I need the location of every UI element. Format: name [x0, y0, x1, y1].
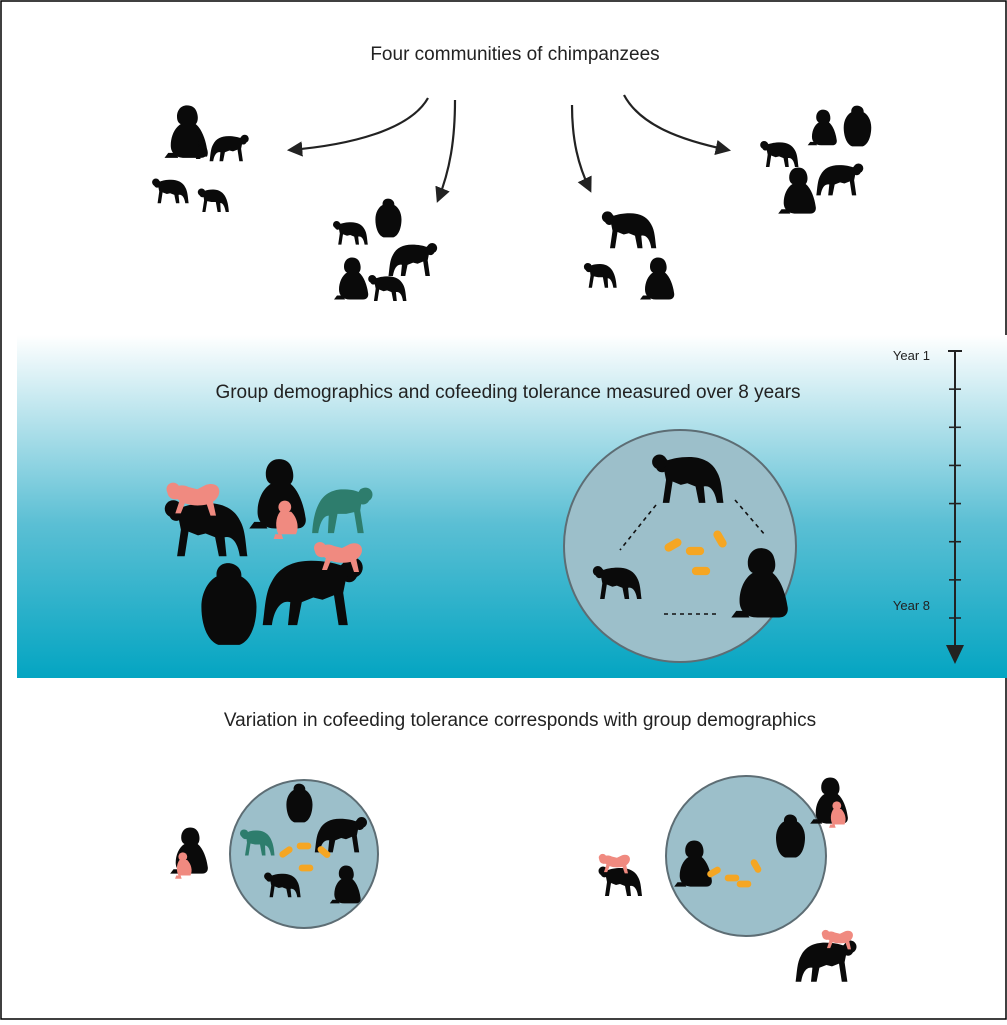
timeline: Year 1 Year 8 [893, 348, 964, 664]
arrow-to-community-4 [623, 94, 732, 156]
food-piece [685, 546, 705, 556]
food-piece [724, 874, 740, 882]
arrow-to-community-2 [435, 99, 457, 203]
community-arrows [286, 94, 732, 203]
timeline-end-label: Year 8 [893, 598, 930, 613]
middle-section-title: Group demographics and cofeeding toleran… [215, 382, 800, 403]
test-arena [563, 429, 797, 663]
top-section-title: Four communities of chimpanzees [370, 44, 659, 65]
cofeeding-test-circle [563, 429, 797, 663]
outcome-left [170, 779, 379, 929]
timeline-start-label: Year 1 [893, 348, 930, 363]
food-piece [691, 566, 711, 576]
food-piece [298, 864, 314, 872]
proximity-lines [619, 499, 766, 615]
arrow-to-community-1 [286, 97, 429, 157]
bottom-section-title: Variation in cofeeding tolerance corresp… [224, 710, 816, 731]
timeline-arrowhead [946, 645, 964, 664]
food-piece [296, 842, 312, 850]
outcome-right [598, 775, 857, 982]
food-piece [736, 880, 752, 888]
arrow-to-community-3 [570, 104, 592, 193]
timeline-ticks [949, 350, 961, 619]
